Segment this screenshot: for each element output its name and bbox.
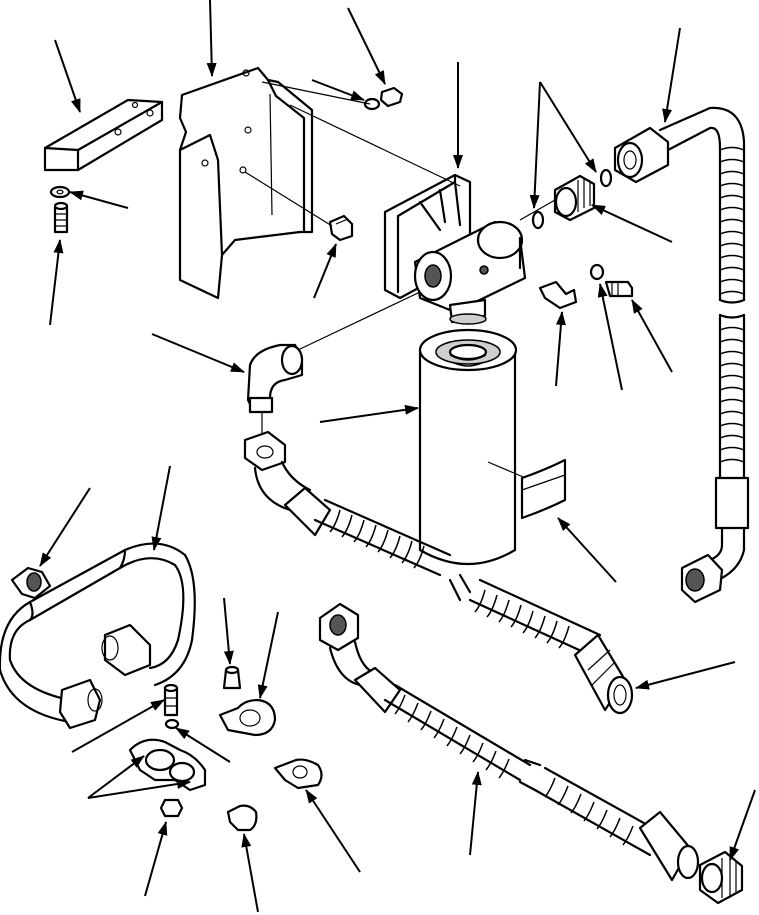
mounting-block <box>43 98 164 172</box>
arrow-bolt <box>49 239 64 326</box>
clamp-washer <box>164 718 180 730</box>
elbow-fitting <box>538 280 578 310</box>
arrow-tube <box>151 465 171 551</box>
arrow-adapter <box>591 204 673 243</box>
arrow-nut <box>347 7 386 85</box>
capscrew <box>604 280 634 298</box>
arrow-decal <box>557 517 617 583</box>
mounting-bracket <box>178 66 314 300</box>
return-hose-assembly <box>613 106 750 604</box>
bolt <box>53 201 69 234</box>
arrow-elbow <box>151 333 245 373</box>
o-ring <box>531 168 613 230</box>
arrow-washer <box>69 190 129 209</box>
arrow-grease-fitting <box>223 597 234 665</box>
arrow-filter-element <box>319 404 419 423</box>
leader-arrows <box>39 0 756 913</box>
arrow-mounting-bracket <box>206 0 217 77</box>
bracket-bolt <box>244 171 354 242</box>
arrow-washer-top <box>311 79 365 101</box>
clamp-nut <box>159 798 184 818</box>
connector-fitting <box>698 850 744 905</box>
arrow-supply-hose <box>635 661 736 690</box>
arrow-elbow-fitting <box>555 311 566 387</box>
arrow-hose-nut <box>662 27 681 123</box>
filter-head <box>289 104 591 325</box>
lockwasher <box>589 263 605 281</box>
elbow-90-fitting <box>246 291 421 440</box>
adapter-fitting <box>553 174 596 222</box>
clamp-bolt <box>163 683 179 717</box>
arrow-clamp-washer <box>175 727 231 763</box>
arrow-bracket-bolt <box>313 243 337 299</box>
p-clip <box>273 758 323 790</box>
arrow-capscrew <box>631 299 673 373</box>
arrow-hose-clip <box>39 487 91 567</box>
p-clip-small <box>226 804 258 832</box>
arrow-p-clip <box>305 789 361 873</box>
supply-hose-assembly <box>243 430 634 715</box>
filter-element <box>418 328 536 565</box>
arrow-mounting-block <box>54 39 81 113</box>
arrow-clamp-2 <box>87 779 191 799</box>
arrow-clamp-nut <box>144 821 168 897</box>
arrow-pressure-hose <box>469 771 482 856</box>
arrow-o-ring-1 <box>539 81 597 173</box>
p-clip-large <box>218 698 277 737</box>
arrow-lockwasher <box>597 283 623 391</box>
tube-assembly <box>0 542 196 730</box>
decal-label <box>520 458 567 520</box>
arrow-clamp-bolt <box>71 699 165 753</box>
grease-fitting <box>222 665 242 690</box>
arrow-clamp-1 <box>87 755 145 799</box>
arrow-connector <box>729 789 756 861</box>
pressure-hose-assembly <box>318 602 700 882</box>
arrow-o-ring-2 <box>529 81 541 209</box>
washer <box>49 185 71 199</box>
arrow-p-clip-small <box>241 833 259 913</box>
clamp-half <box>128 738 207 792</box>
hose-clip <box>10 566 52 600</box>
arrow-p-clip-large <box>257 611 279 699</box>
